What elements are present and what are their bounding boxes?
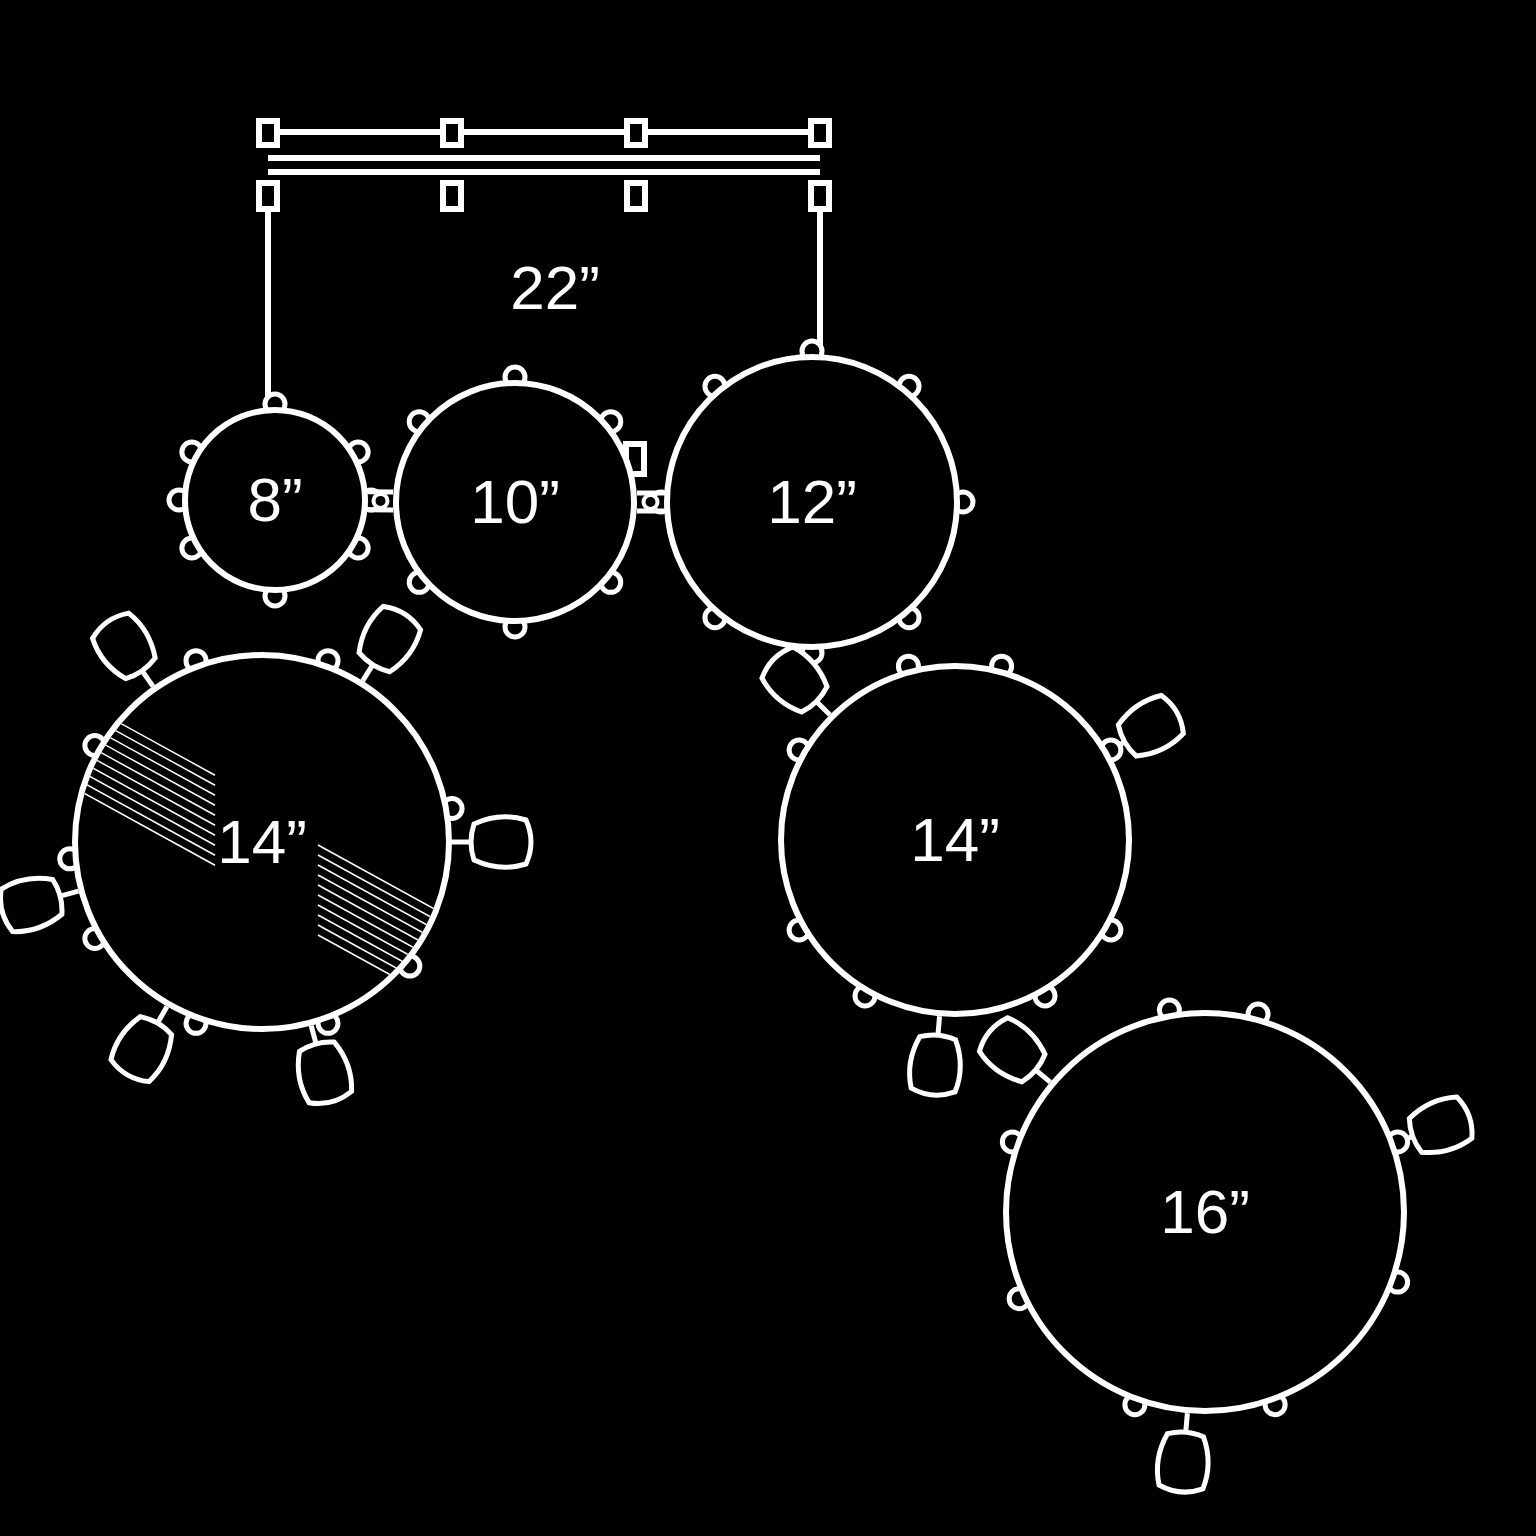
lugs-and-legs [0, 341, 1478, 1494]
drum-circle: 14” [778, 663, 1132, 1017]
bass-drum-size: 22” [510, 257, 600, 319]
drum-circle: 16” [1003, 1010, 1407, 1414]
tom-clamp [368, 492, 393, 510]
drum-circle: 8” [182, 407, 368, 593]
drum-size: 14” [910, 809, 1000, 871]
drum-size: 10” [470, 471, 560, 533]
drum-size: 16” [1160, 1181, 1250, 1243]
drum-size: 8” [247, 469, 302, 531]
tom-clamp [637, 493, 664, 511]
drum-size: 14” [217, 811, 307, 873]
drum-circle: 12” [664, 354, 960, 650]
drum-size: 12” [767, 471, 857, 533]
drum-circle: 14” [72, 652, 452, 1032]
drum-circle: 10” [393, 380, 637, 624]
